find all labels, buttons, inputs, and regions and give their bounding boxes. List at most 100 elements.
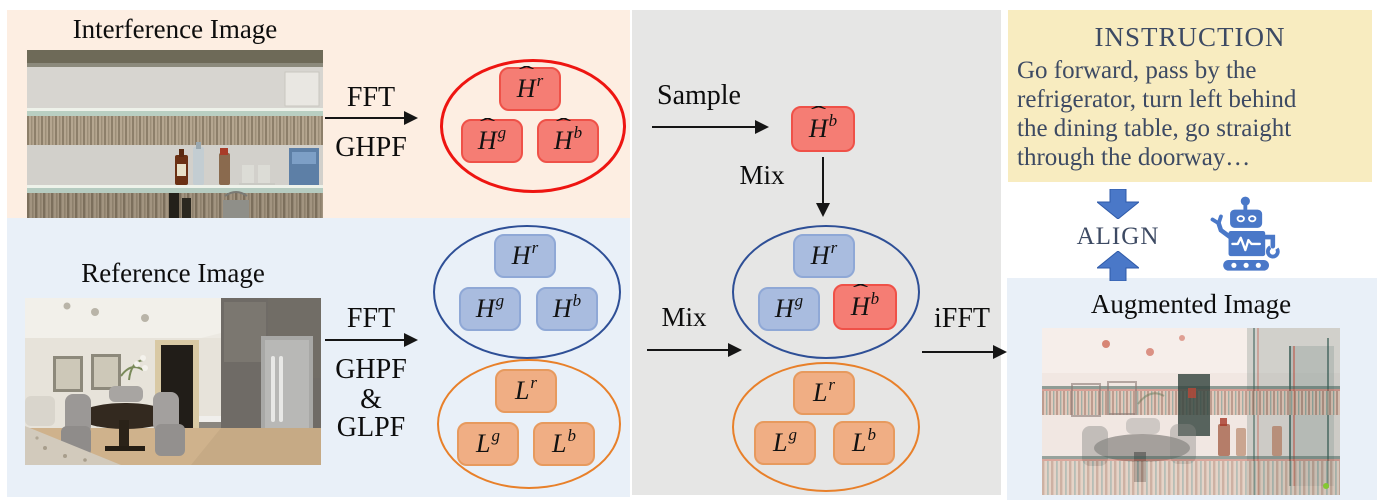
math-base: L <box>812 378 828 407</box>
math-symbol: L <box>813 380 827 406</box>
mix-arrow-right <box>647 349 729 352</box>
fft-arrow-interference <box>325 117 405 120</box>
augmented-title: Augmented Image <box>1090 289 1292 319</box>
hat-mark: ˆ <box>480 115 496 137</box>
math-symbol: H <box>512 243 531 269</box>
math-sup: r <box>828 375 836 394</box>
math-sup: g <box>495 291 505 310</box>
instruction-line: Go forward, pass by the <box>1017 57 1257 84</box>
math-sup: b <box>828 111 838 130</box>
math-sup: r <box>536 71 544 90</box>
hat-mark: ˆ <box>556 115 572 137</box>
math-symbol: L <box>852 430 866 456</box>
block-arrow-up-icon <box>1095 250 1141 282</box>
math-sup: b <box>567 426 576 445</box>
math-symbol: L <box>773 430 787 456</box>
math-symbol: H <box>811 243 830 269</box>
glpf-label-reference: GLPF <box>336 412 406 443</box>
math-base: H <box>477 126 497 155</box>
ghpf-label-interference: GHPF <box>335 132 407 163</box>
math-base: H <box>774 294 794 323</box>
hat-mark: ˆ <box>811 103 827 125</box>
ifft-label: iFFT <box>933 303 991 334</box>
math-sup: g <box>491 426 500 445</box>
math-symbol: H <box>476 296 495 322</box>
math-base: H <box>516 74 536 103</box>
interference-title: Interference Image <box>72 14 278 44</box>
math-base: L <box>552 429 567 458</box>
math-symbol: L <box>552 431 566 457</box>
math-base: H <box>808 114 828 143</box>
mixed-low-ellipse <box>732 362 920 492</box>
instruction-panel <box>1008 10 1372 182</box>
math-base: H <box>850 292 870 321</box>
math-sup: b <box>573 123 583 142</box>
math-symbol: H <box>775 296 794 322</box>
math-base: L <box>476 429 491 458</box>
math-base: L <box>514 376 530 405</box>
math-sup: b <box>572 291 582 310</box>
robot-icon <box>1198 192 1282 276</box>
fft-label-interference: FFT <box>346 82 396 113</box>
instruction-line: the dining table, go straight <box>1017 115 1292 142</box>
math-base: H <box>552 294 572 323</box>
mix-label-sample: Mix <box>739 160 785 190</box>
mix-label-reference: Mix <box>661 302 707 332</box>
interference-high-ellipse <box>440 59 626 193</box>
math-base: H <box>553 126 573 155</box>
math-base: H <box>475 294 495 323</box>
hat-mark: ˆ <box>853 281 869 303</box>
reference-photo <box>25 298 321 465</box>
math-sup: g <box>794 291 804 310</box>
math-sup: g <box>788 425 797 444</box>
hat-mark: ˆ <box>519 63 535 85</box>
math-symbol: L <box>515 378 529 404</box>
interference-photo <box>27 50 323 218</box>
ghpf-label-reference: GHPF <box>335 354 407 385</box>
fft-label-reference: FFT <box>346 303 396 334</box>
math-base: L <box>773 428 788 457</box>
math-sup: b <box>867 425 876 444</box>
math-sup: g <box>497 123 507 142</box>
math-symbol: L <box>476 431 490 457</box>
sample-arrow <box>652 126 756 129</box>
fft-arrow-reference <box>325 339 405 342</box>
align-label: ALIGN <box>1076 223 1160 250</box>
math-base: L <box>852 428 867 457</box>
mixed-high-ellipse <box>732 225 920 359</box>
math-sup: r <box>531 238 539 257</box>
math-sup: r <box>830 238 838 257</box>
block-arrow-down-icon <box>1095 188 1141 220</box>
math-base: H <box>810 241 830 270</box>
instruction-line: through the doorway… <box>1017 144 1251 171</box>
instruction-line: refrigerator, turn left behind <box>1017 86 1297 113</box>
ampersand-label: & <box>360 384 382 415</box>
math-base: H <box>511 241 531 270</box>
instruction-title: INSTRUCTION <box>1094 22 1286 52</box>
reference-low-ellipse <box>437 359 621 489</box>
augmented-photo <box>1042 328 1340 495</box>
mix-arrow-down <box>822 157 825 204</box>
math-sup: r <box>530 373 538 392</box>
